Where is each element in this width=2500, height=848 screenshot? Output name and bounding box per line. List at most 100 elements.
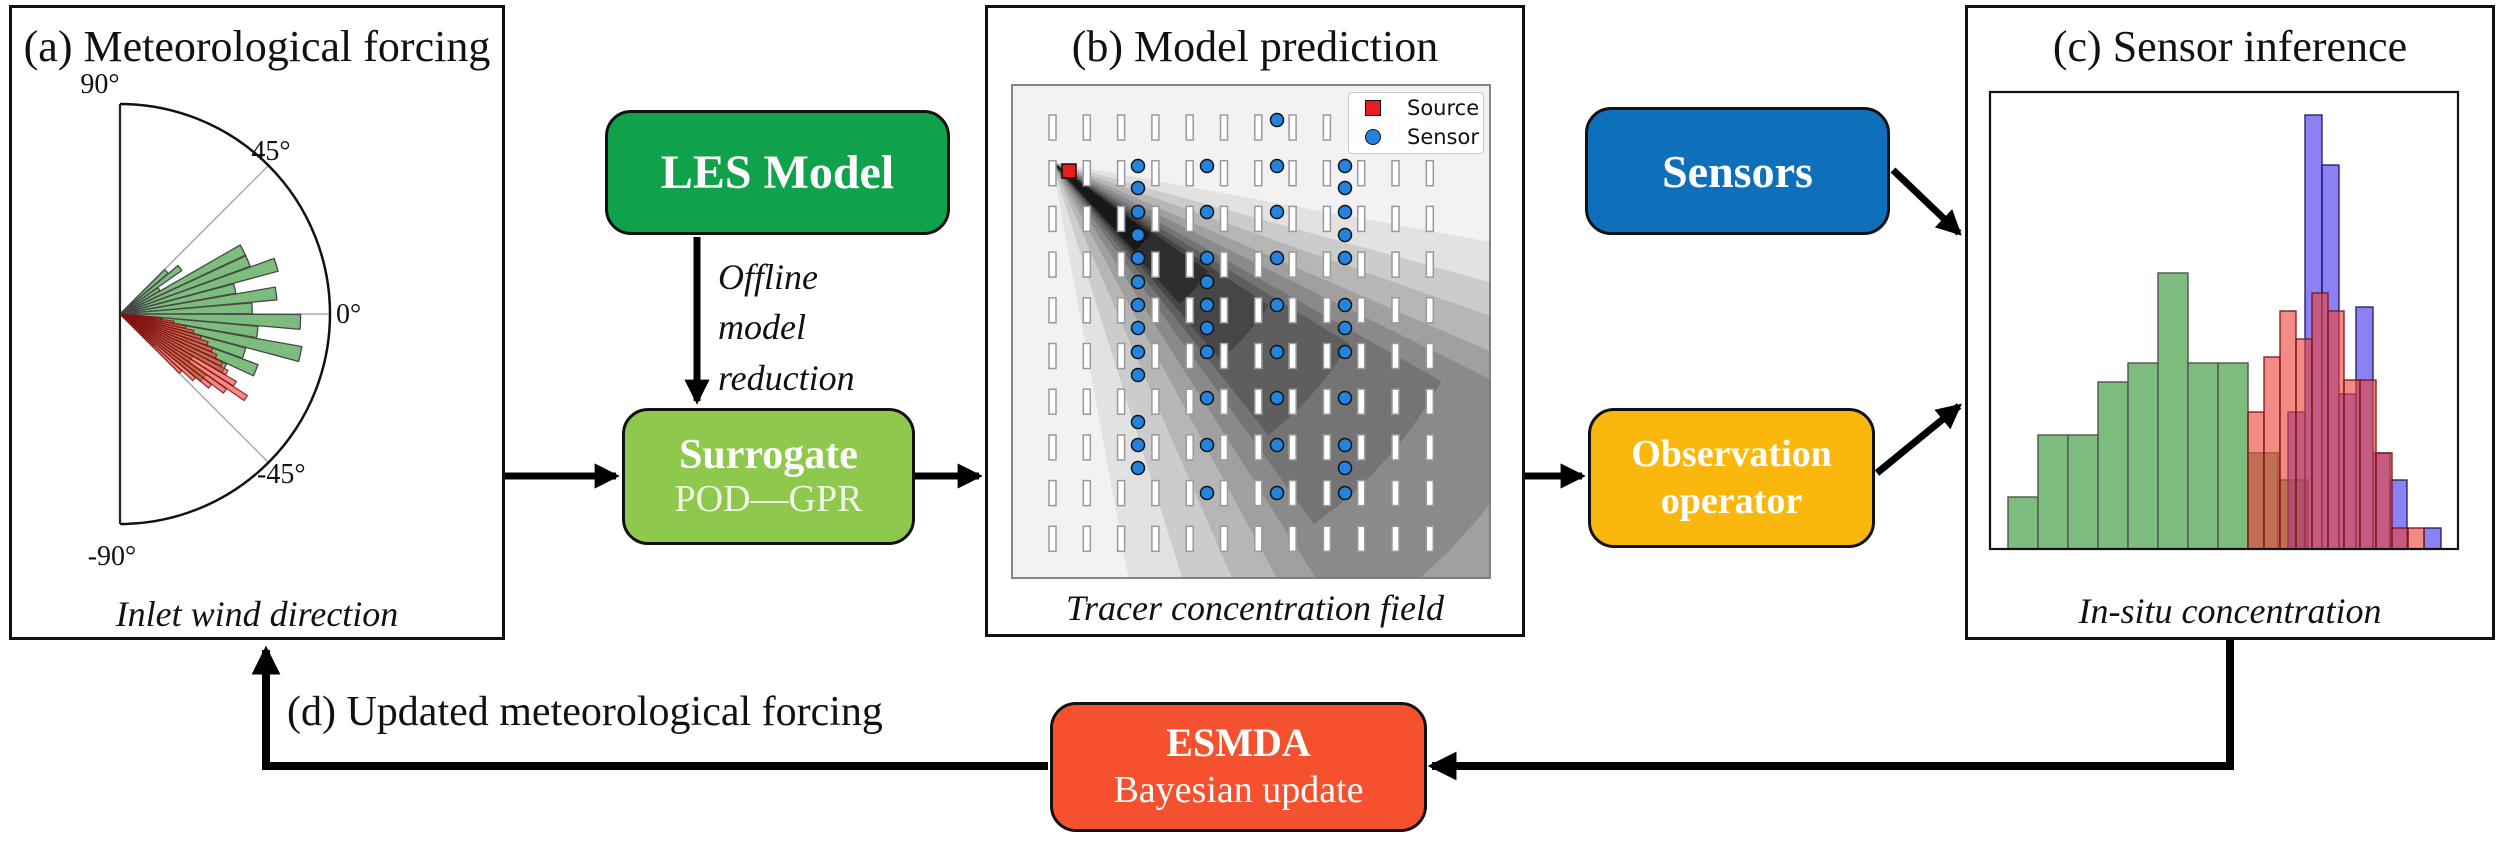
building	[1151, 114, 1160, 141]
building	[1288, 251, 1297, 278]
sensor-marker	[1337, 227, 1353, 243]
building	[1254, 388, 1263, 415]
sensor-marker	[1269, 158, 1285, 174]
rose-label-m45: -45°	[257, 459, 306, 490]
rose-label-45: 45°	[251, 136, 290, 167]
les-model-box: LES Model	[605, 110, 950, 235]
building	[1254, 297, 1263, 324]
building	[1151, 434, 1160, 461]
building	[1356, 434, 1366, 461]
esmda-box: ESMDA Bayesian update	[1050, 702, 1427, 832]
building	[1322, 114, 1332, 141]
sensor-marker	[1130, 320, 1146, 336]
wind-rose-green-bar	[119, 244, 247, 315]
building	[1391, 388, 1400, 415]
hist-bar-posterior	[2263, 356, 2281, 550]
sensor-marker	[1199, 485, 1215, 501]
building	[1048, 114, 1057, 141]
building	[1254, 525, 1263, 553]
hist-bar-posterior	[2343, 379, 2361, 550]
sensor-marker	[1199, 158, 1215, 174]
hist-bar-prior	[2037, 434, 2069, 550]
building	[1219, 342, 1229, 370]
building	[1288, 159, 1297, 187]
sensor-marker	[1269, 437, 1285, 453]
building	[1151, 251, 1160, 278]
building	[1116, 388, 1126, 415]
building	[1082, 525, 1092, 553]
building	[1322, 525, 1332, 553]
observation-label-line2: operator	[1660, 480, 1803, 522]
flow-arrow	[1890, 167, 1962, 236]
legend-row-source: Source	[1349, 93, 1483, 122]
building	[1322, 388, 1332, 415]
building	[1322, 297, 1332, 324]
building	[1288, 388, 1297, 415]
building	[1185, 159, 1194, 187]
rose-label-m90: -90°	[88, 541, 137, 572]
building	[1254, 434, 1263, 461]
building	[1219, 525, 1229, 553]
building	[1391, 342, 1400, 370]
wind-rose-green-bar	[119, 264, 183, 315]
hist-bar-posterior	[2279, 310, 2297, 550]
building	[1254, 159, 1263, 187]
building	[1288, 342, 1297, 370]
building	[1082, 114, 1092, 141]
building	[1116, 114, 1126, 141]
building	[1322, 434, 1332, 461]
building	[1082, 342, 1092, 370]
building	[1151, 297, 1160, 324]
building	[1425, 388, 1435, 415]
hist-bar-observed	[2423, 527, 2442, 550]
wind-rose-red-bar	[119, 313, 249, 402]
building	[1356, 388, 1366, 415]
panel-model-prediction: (b) Model prediction Source Sensor Trace…	[985, 5, 1525, 637]
sensor-marker	[1130, 158, 1146, 174]
legend-source-label: Source	[1407, 95, 1480, 120]
hist-bar-prior	[2007, 496, 2039, 550]
building	[1082, 388, 1092, 415]
sensor-marker	[1269, 297, 1285, 313]
building	[1151, 525, 1160, 553]
sensor-marker	[1337, 250, 1353, 266]
feedback-arrow	[1427, 640, 2234, 781]
sensor-marker	[1269, 112, 1285, 128]
building	[1356, 205, 1366, 233]
building	[1425, 479, 1435, 507]
building	[1254, 342, 1263, 370]
hist-frame	[1988, 90, 2460, 551]
sensor-marker	[1199, 274, 1215, 290]
building	[1425, 205, 1435, 233]
sensor-marker	[1130, 204, 1146, 220]
sensor-marker	[1337, 485, 1353, 501]
building	[1356, 159, 1366, 187]
building	[1185, 479, 1194, 507]
plume-group	[1051, 161, 1490, 578]
building	[1322, 342, 1332, 370]
building	[1254, 251, 1263, 278]
building	[1082, 159, 1092, 187]
building	[1322, 159, 1332, 187]
wind-rose-green-bar	[119, 257, 279, 315]
panel-sensor-inference: (c) Sensor inference In-situ concentrati…	[1965, 5, 2495, 640]
building	[1082, 251, 1092, 278]
field-legend: Source Sensor	[1348, 92, 1484, 154]
building	[1082, 434, 1092, 461]
sensor-marker	[1130, 180, 1146, 196]
sensor-marker	[1269, 204, 1285, 220]
building	[1116, 342, 1126, 370]
sensors-box: Sensors	[1585, 107, 1890, 235]
hist-bar-posterior	[2327, 310, 2345, 550]
building	[1391, 205, 1400, 233]
building	[1151, 342, 1160, 370]
sensor-marker	[1337, 204, 1353, 220]
panel-c-caption: In-situ concentration	[2078, 591, 2382, 631]
building	[1288, 479, 1297, 507]
building	[1048, 342, 1057, 370]
building	[1356, 525, 1366, 553]
building	[1151, 479, 1160, 507]
hist-bar-posterior	[2295, 338, 2313, 550]
panel-b-title: (b) Model prediction	[1071, 22, 1439, 71]
sensor-marker	[1199, 344, 1215, 360]
